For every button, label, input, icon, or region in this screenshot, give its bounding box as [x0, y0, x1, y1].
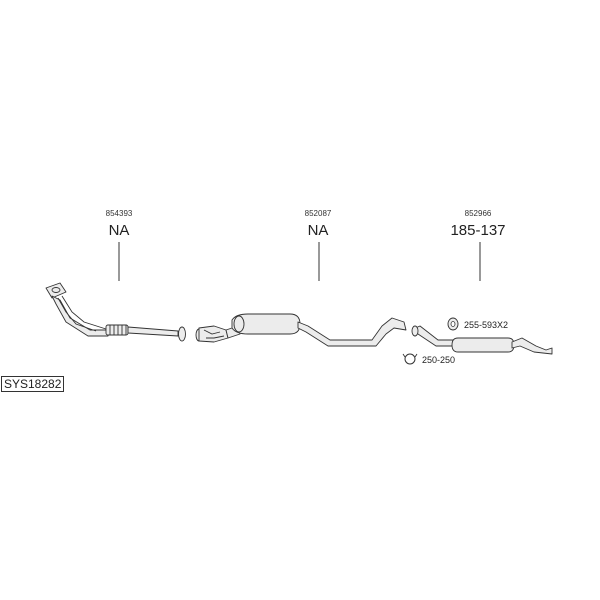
accessory-rubber-mount: 255-593X2: [447, 317, 508, 331]
clamp-icon: [404, 353, 416, 365]
part-number-middle-silencer: 852087: [305, 209, 332, 218]
rear-tailpipe: [511, 337, 553, 355]
system-id-label: SYS18282: [1, 376, 65, 392]
front-pipe-drawing: [45, 282, 186, 342]
part-code-rear-silencer: 185-137: [450, 222, 505, 239]
middle-silencer-drawing: [195, 313, 407, 347]
middle-tail-pipe: [297, 317, 407, 347]
flex-section: [105, 324, 129, 336]
callout-front-pipe: 854393 NA: [106, 209, 133, 281]
accessory-clamp: 250-250: [402, 353, 455, 365]
part-code-front-pipe: NA: [109, 222, 130, 239]
front-pipe-rear-flange: [178, 326, 186, 342]
rear-silencer-body: [451, 337, 515, 353]
part-code-middle-silencer: NA: [308, 222, 329, 239]
callout-rear-silencer: 852966 185-137: [450, 209, 506, 281]
rear-silencer-drawing: [411, 325, 553, 355]
callout-middle-silencer: 852087 NA: [305, 209, 332, 281]
part-number-rear-silencer: 852966: [465, 209, 492, 218]
clamp-label: 250-250: [422, 355, 455, 365]
rubber-mount-label: 255-593X2: [464, 320, 508, 330]
part-number-front-pipe: 854393: [106, 209, 133, 218]
